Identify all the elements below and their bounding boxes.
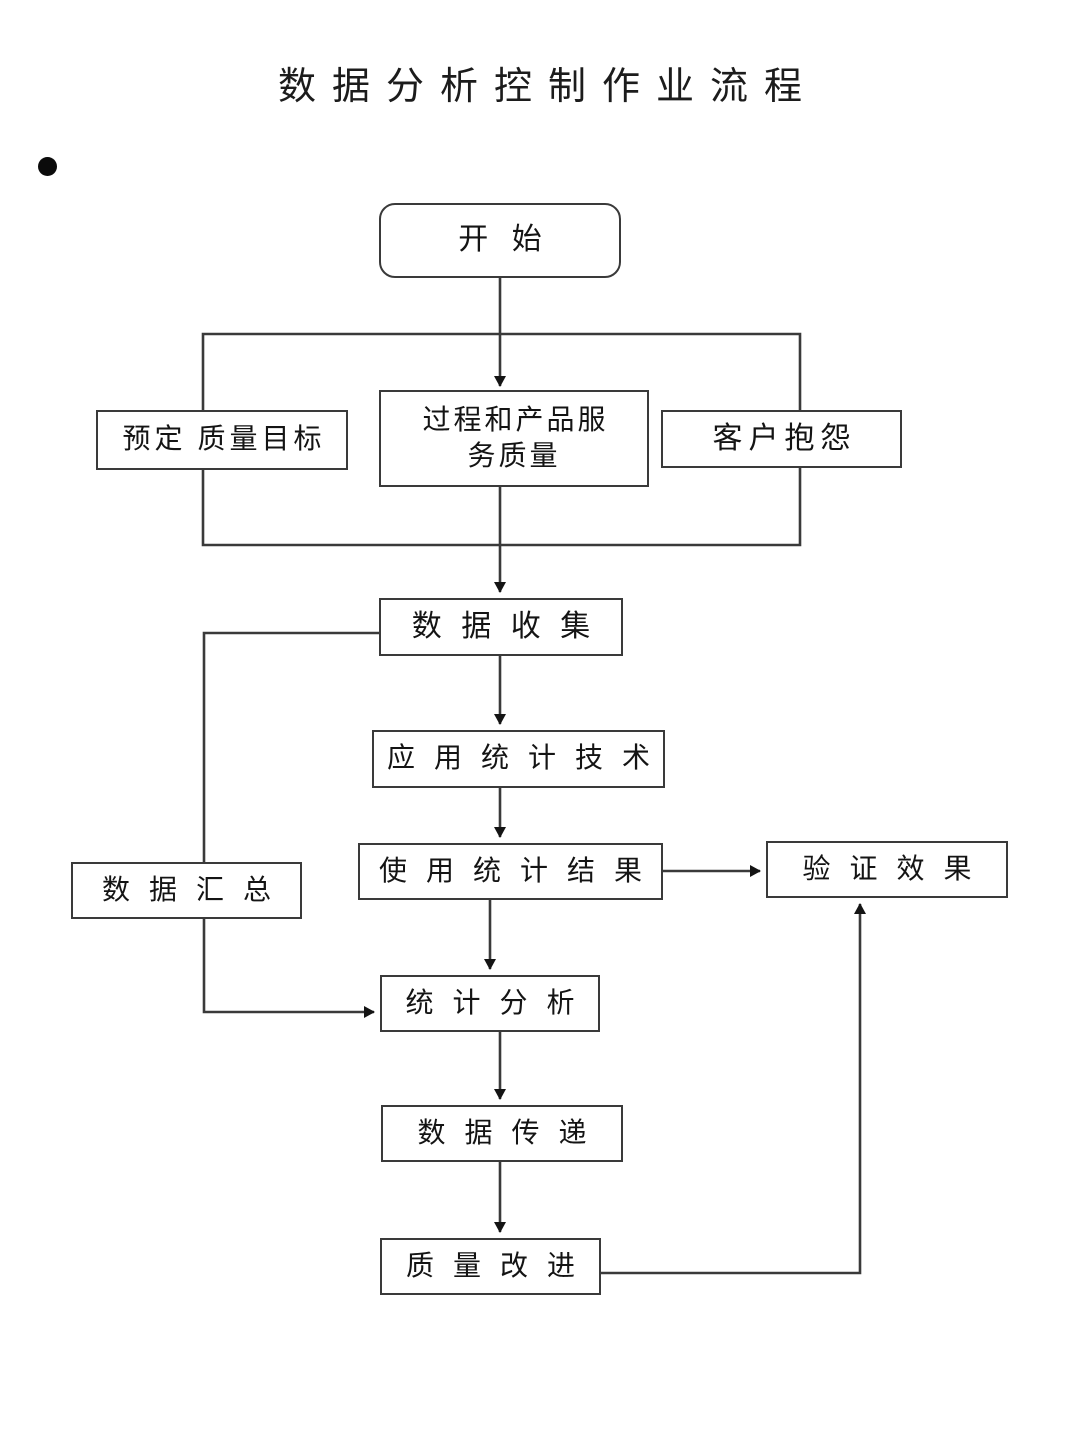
edge-loop-rect	[201, 332, 802, 547]
node-label-start: 开 始	[458, 223, 550, 257]
node-label-use-statistical-result: 使 用 统 计 结 果	[378, 855, 648, 887]
node-start[interactable]: 开 始	[379, 203, 621, 278]
node-data-collection[interactable]: 数 据 收 集	[379, 598, 623, 656]
edge-improvement-to-verify	[601, 903, 866, 1275]
page-title: 数据分析控制作业流程	[277, 66, 818, 108]
node-quality-improvement[interactable]: 质 量 改 进	[380, 1238, 601, 1295]
node-label-quality-improvement: 质 量 改 进	[405, 1250, 581, 1282]
node-verify-effect[interactable]: 验 证 效 果	[766, 841, 1008, 898]
node-label-data-summary: 数 据 汇 总	[101, 874, 277, 906]
node-data-transfer[interactable]: 数 据 传 递	[381, 1105, 623, 1162]
node-label-customer-complaint: 客户抱怨	[712, 421, 857, 455]
edge-collection-left-rail	[202, 631, 379, 1018]
node-label-data-transfer: 数 据 传 递	[417, 1117, 593, 1149]
node-label-apply-statistical-technique: 应 用 统 计 技 术	[386, 743, 656, 775]
node-label-verify-effect: 验 证 效 果	[802, 853, 978, 885]
bullet-dot-icon	[38, 157, 57, 176]
node-label-statistical-analysis: 统 计 分 析	[405, 987, 581, 1019]
node-label-quality-goal: 预定 质量目标	[122, 424, 326, 456]
node-statistical-analysis[interactable]: 统 计 分 析	[380, 975, 600, 1032]
node-label-process-product-service-quality: 过程和产品服 务质量	[422, 404, 609, 472]
node-data-summary[interactable]: 数 据 汇 总	[71, 862, 302, 919]
node-customer-complaint[interactable]: 客户抱怨	[661, 410, 902, 468]
node-use-statistical-result[interactable]: 使 用 统 计 结 果	[358, 843, 663, 900]
node-label-data-collection: 数 据 收 集	[411, 609, 597, 643]
node-process-product-service-quality[interactable]: 过程和产品服 务质量	[379, 390, 649, 487]
node-quality-goal[interactable]: 预定 质量目标	[96, 410, 348, 470]
node-apply-statistical-technique[interactable]: 应 用 统 计 技 术	[372, 730, 665, 788]
